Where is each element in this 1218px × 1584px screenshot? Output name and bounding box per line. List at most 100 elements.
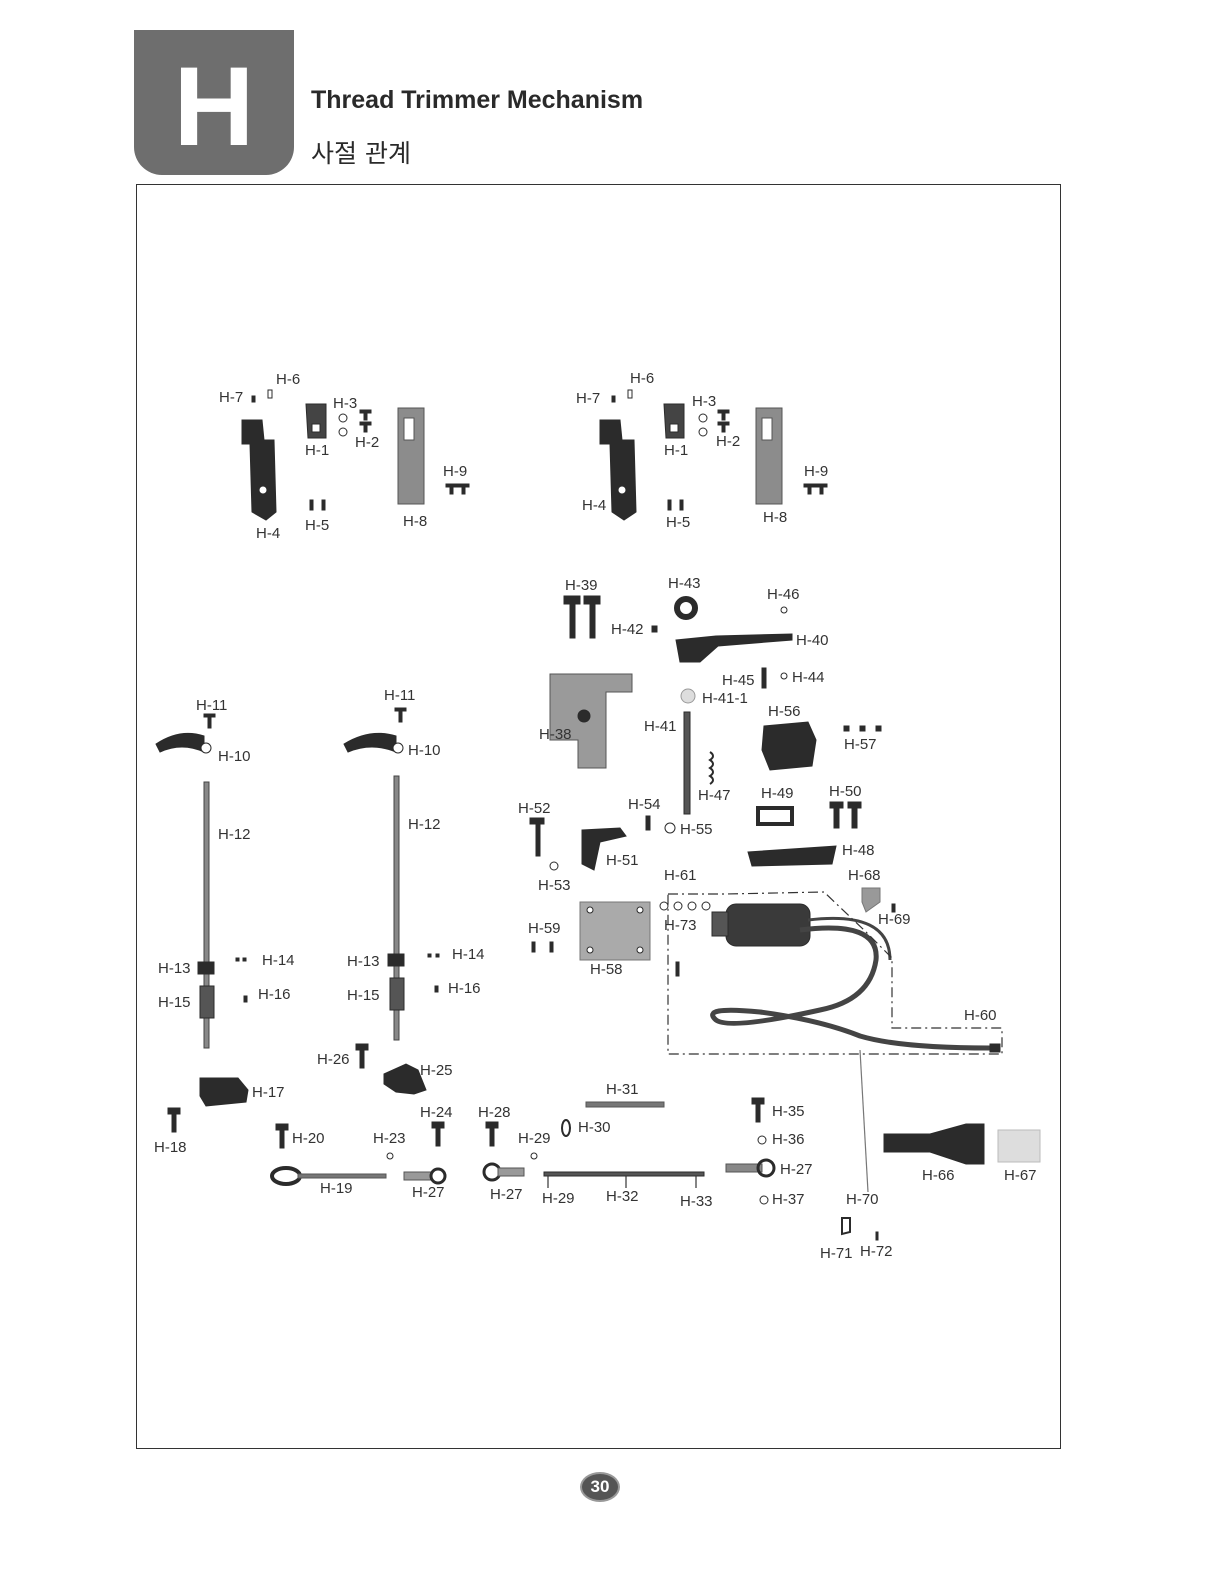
callout-h39: H-39 (565, 577, 598, 594)
callout-h66: H-66 (922, 1167, 955, 1184)
part-h25 (383, 1063, 427, 1095)
callout-h53: H-53 (538, 877, 571, 894)
callout-h6-left: H-6 (276, 371, 300, 388)
callout-h47: H-47 (698, 787, 731, 804)
callout-h9-left: H-9 (443, 463, 467, 480)
callout-h54: H-54 (628, 796, 661, 813)
callout-h5-left: H-5 (305, 517, 329, 534)
callout-h57: H-57 (844, 736, 877, 753)
callout-h40: H-40 (796, 632, 829, 649)
callout-h44: H-44 (792, 669, 825, 686)
callout-h29-top: H-29 (518, 1130, 551, 1147)
callout-h16-left: H-16 (258, 986, 291, 1003)
section-letter: H (173, 43, 255, 169)
part-h40 (675, 633, 793, 663)
callout-h38: H-38 (539, 726, 572, 743)
callout-h9-right: H-9 (804, 463, 828, 480)
callout-h68: H-68 (848, 867, 881, 884)
part-solenoid (725, 903, 811, 947)
part-h1-right (663, 403, 685, 439)
part-h10-left (155, 732, 205, 753)
callout-h70: H-70 (846, 1191, 879, 1208)
callout-h13-left: H-13 (158, 960, 191, 977)
callout-h8-left: H-8 (403, 513, 427, 530)
callout-h45: H-45 (722, 672, 755, 689)
callout-h4-right: H-4 (582, 497, 606, 514)
callout-h29-bottom: H-29 (542, 1190, 575, 1207)
page-subtitle: 사절 관계 (311, 139, 411, 168)
diagram-frame (136, 184, 1061, 1449)
callout-h27-mid: H-27 (490, 1186, 523, 1203)
part-h12-left (203, 781, 210, 1049)
part-h48 (747, 845, 837, 867)
part-h4-right (599, 419, 637, 521)
callout-h3-right: H-3 (692, 393, 716, 410)
part-h1-left (305, 403, 327, 439)
callout-h3-left: H-3 (333, 395, 357, 412)
page-title: Thread Trimmer Mechanism (311, 86, 644, 114)
callout-h10-left: H-10 (218, 748, 251, 765)
callout-h2-left: H-2 (355, 434, 379, 451)
callout-h28: H-28 (478, 1104, 511, 1121)
callout-h18: H-18 (154, 1139, 187, 1156)
part-h56 (761, 721, 817, 771)
callout-h49: H-49 (761, 785, 794, 802)
callout-h4-left: H-4 (256, 525, 280, 542)
callout-h50: H-50 (829, 783, 862, 800)
callout-h67: H-67 (1004, 1167, 1037, 1184)
callout-h15-right: H-15 (347, 987, 380, 1004)
callout-h7-right: H-7 (576, 390, 600, 407)
part-h19 (297, 1173, 387, 1179)
callout-h11-right: H-11 (384, 687, 415, 704)
callout-h59: H-59 (528, 920, 561, 937)
callout-h33: H-33 (680, 1193, 713, 1210)
callout-h14-right: H-14 (452, 946, 485, 963)
callout-h12-left: H-12 (218, 826, 251, 843)
callout-h10-right: H-10 (408, 742, 441, 759)
callout-h15-left: H-15 (158, 994, 191, 1011)
callout-h27-right: H-27 (780, 1161, 813, 1178)
part-h43 (674, 596, 698, 620)
part-h67 (997, 1129, 1041, 1163)
callout-h30: H-30 (578, 1119, 611, 1136)
callout-h36: H-36 (772, 1131, 805, 1148)
callout-h1-left: H-1 (305, 442, 329, 459)
callout-h5-right: H-5 (666, 514, 690, 531)
callout-h73: H-73 (664, 917, 697, 934)
callout-h72: H-72 (860, 1243, 893, 1260)
section-tab: H (134, 30, 294, 175)
part-h10-right (343, 732, 397, 753)
callout-h48: H-48 (842, 842, 875, 859)
callout-h41: H-41 (644, 718, 677, 735)
part-h51 (581, 827, 627, 871)
part-h12-right (393, 775, 400, 1041)
part-h32 (543, 1171, 705, 1177)
callout-h55: H-55 (680, 821, 713, 838)
callout-h14-left: H-14 (262, 952, 295, 969)
page-number-badge: 30 (580, 1472, 620, 1502)
callout-h20: H-20 (292, 1130, 325, 1147)
callout-h71: H-71 (820, 1245, 853, 1262)
callout-h16-right: H-16 (448, 980, 481, 997)
callout-h52: H-52 (518, 800, 551, 817)
callout-h31: H-31 (606, 1081, 639, 1098)
part-h38 (549, 673, 633, 769)
part-h4-left (241, 419, 277, 521)
callout-h13-right: H-13 (347, 953, 380, 970)
callout-h27-left: H-27 (412, 1184, 445, 1201)
callout-h19: H-19 (320, 1180, 353, 1197)
callout-h43: H-43 (668, 575, 701, 592)
callout-h17: H-17 (252, 1084, 285, 1101)
callout-h6-right: H-6 (630, 370, 654, 387)
callout-h35: H-35 (772, 1103, 805, 1120)
callout-h26: H-26 (317, 1051, 350, 1068)
callout-h2-right: H-2 (716, 433, 740, 450)
callout-h32: H-32 (606, 1188, 639, 1205)
part-h17 (199, 1077, 249, 1107)
callout-h1-right: H-1 (664, 442, 688, 459)
part-h41 (683, 711, 691, 815)
callout-h12-right: H-12 (408, 816, 441, 833)
callout-h46: H-46 (767, 586, 800, 603)
callout-h7-left: H-7 (219, 389, 243, 406)
